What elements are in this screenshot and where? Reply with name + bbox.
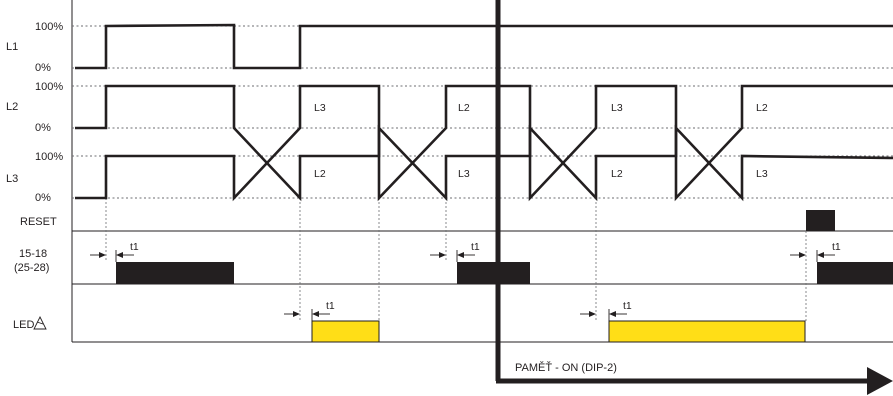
- led-label: LED: [13, 319, 34, 331]
- l3-name-label: L3: [6, 173, 18, 185]
- delay-label: t1: [832, 241, 841, 253]
- led-on-bar: [311, 320, 380, 343]
- l3-bottom-label: 0%: [35, 192, 51, 204]
- phase-label: L2: [458, 102, 470, 114]
- time-markers: [105, 198, 807, 322]
- phase-label: L3: [756, 168, 768, 180]
- level-guides: [72, 25, 893, 199]
- delay-indicator: t1: [430, 241, 480, 262]
- delay-indicator: t1: [284, 300, 335, 321]
- relay-output-bar: [116, 262, 234, 284]
- phase-label: L3: [458, 168, 470, 180]
- delay-label: t1: [623, 300, 632, 312]
- relay-output-bar: [457, 262, 530, 284]
- l2-top-label: 100%: [35, 81, 63, 93]
- led-on-bar: [608, 320, 806, 343]
- l1-bottom-label: 0%: [35, 62, 51, 74]
- phase-label: L3: [314, 102, 326, 114]
- l1-name-label: L1: [6, 41, 18, 53]
- relay-label-line1: 15-18: [19, 248, 47, 260]
- phase-label: L3: [611, 102, 623, 114]
- delay-indicator: t1: [790, 241, 841, 262]
- reset-pulse: [806, 210, 835, 231]
- delay-label: t1: [471, 241, 480, 253]
- delay-indicator: t1: [90, 241, 139, 262]
- phase-label: L2: [314, 168, 326, 180]
- memory-on-arrow: [495, 0, 893, 395]
- l1-top-label: 100%: [35, 21, 63, 33]
- phase-label: L2: [611, 168, 623, 180]
- delay-label: t1: [130, 241, 139, 253]
- l2-signal: [75, 84, 893, 202]
- l2-name-label: L2: [6, 101, 18, 113]
- memory-on-label: PAMĚŤ - ON (DIP-2): [515, 361, 617, 374]
- relay-label-line2: (25-28): [14, 262, 49, 274]
- l1-signal: [75, 23, 893, 70]
- l2-bottom-label: 0%: [35, 122, 51, 134]
- delay-label: t1: [326, 300, 335, 312]
- warning-triangle-icon: [33, 315, 47, 330]
- delay-indicator: t1: [580, 300, 632, 321]
- l3-signal: [75, 84, 893, 202]
- reset-label: RESET: [20, 216, 57, 228]
- l3-top-label: 100%: [35, 151, 63, 163]
- phase-label: L2: [756, 102, 768, 114]
- relay-output-bar: [817, 262, 893, 284]
